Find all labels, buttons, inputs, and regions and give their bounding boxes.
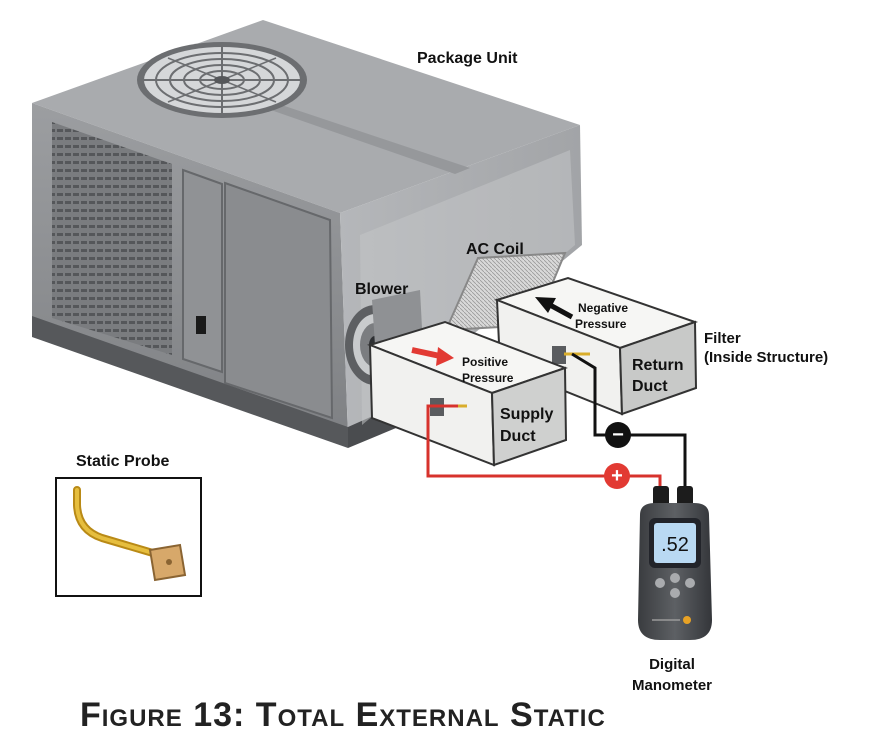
negative-hose — [571, 352, 687, 492]
label-digital-manometer-1: Digital — [649, 656, 695, 673]
manometer-button-center — [670, 573, 680, 583]
unit-control-panel — [182, 168, 223, 374]
manometer-button-left — [655, 578, 665, 588]
positive-airflow-arrow — [411, 347, 454, 366]
label-filter-1: Filter — [704, 330, 741, 347]
label-return-duct-1: Return — [632, 357, 684, 374]
unit-grill — [52, 122, 172, 355]
label-digital-manometer-2: Manometer — [632, 677, 712, 694]
plus-badge: + — [604, 463, 630, 489]
label-supply-duct-1: Supply — [500, 406, 553, 423]
label-return-duct-2: Duct — [632, 378, 668, 395]
hose-connector-right — [677, 486, 693, 506]
plus-sign: + — [611, 465, 623, 487]
label-negative-pressure-2: Pressure — [575, 317, 627, 331]
positive-hose — [426, 404, 662, 492]
manometer-button-bottom — [670, 588, 680, 598]
label-static-probe: Static Probe — [76, 453, 169, 470]
label-filter-2: (Inside Structure) — [704, 349, 828, 366]
digital-manometer: .52 — [638, 486, 712, 640]
figure-caption: Figure 13: Total External Static — [80, 696, 606, 734]
label-package-unit: Package Unit — [417, 50, 518, 67]
label-blower: Blower — [355, 281, 408, 298]
hose-connector-left — [653, 486, 669, 506]
label-positive-pressure-2: Pressure — [462, 371, 514, 385]
manometer-reading: .52 — [661, 534, 689, 556]
manometer-screen — [654, 523, 696, 563]
unit-base — [32, 316, 348, 448]
label-ac-coil: AC Coil — [466, 241, 524, 258]
minus-sign: − — [612, 424, 624, 446]
static-probe-inset — [55, 477, 202, 597]
electrical-switch — [196, 316, 206, 334]
return-probe-port — [552, 346, 566, 364]
fan-icon — [137, 42, 307, 118]
label-positive-pressure-1: Positive — [462, 355, 508, 369]
manometer-indicator — [683, 616, 691, 624]
minus-badge: − — [605, 422, 631, 448]
label-negative-pressure-1: Negative — [578, 301, 628, 315]
negative-airflow-arrow — [535, 297, 574, 320]
manometer-button-right — [685, 578, 695, 588]
unit-access-panel — [224, 181, 334, 420]
return-duct — [493, 276, 699, 416]
label-supply-duct-2: Duct — [500, 428, 536, 445]
